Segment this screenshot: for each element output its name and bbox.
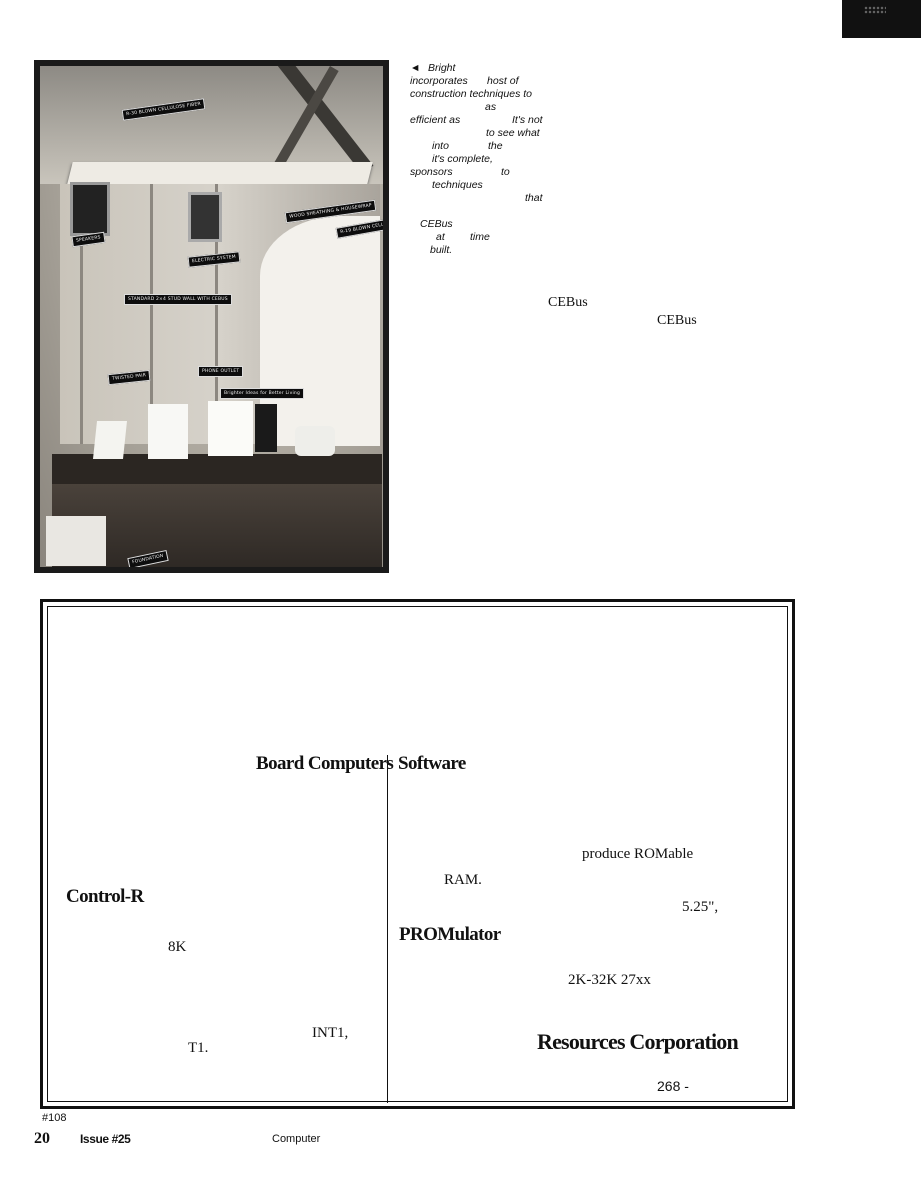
caption-line: efficient as bbox=[410, 114, 461, 126]
advertisement-box bbox=[40, 599, 795, 1109]
ad-text: T1. bbox=[188, 1040, 209, 1056]
caption-line: time bbox=[470, 231, 490, 243]
ad-text: 8K bbox=[168, 939, 187, 955]
caption-line: CEBus bbox=[420, 218, 453, 230]
caption-line: It's not bbox=[512, 114, 543, 126]
ad-heading-promulator: PROMulator bbox=[399, 924, 501, 945]
ad-column-divider bbox=[387, 755, 388, 1103]
ad-text: 2K-32K 27xx bbox=[568, 972, 651, 988]
caption-line: to see what bbox=[486, 127, 540, 139]
caption-line: built. bbox=[430, 244, 453, 256]
caption-line: the bbox=[488, 140, 503, 152]
photo-image: R-30 BLOWN CELLULOSE FIBER SPEAKERS ELEC… bbox=[40, 66, 383, 567]
ad-text: 5.25", bbox=[682, 899, 719, 915]
body-text-cebus: CEBus bbox=[657, 313, 697, 328]
caption-line: it's complete, bbox=[432, 153, 493, 165]
caption-line: construction techniques to bbox=[410, 88, 532, 100]
ad-text: INT1, bbox=[312, 1025, 349, 1041]
caption-line: sponsors bbox=[410, 166, 453, 178]
body-text-cebus: CEBus bbox=[548, 295, 588, 310]
ad-text: RAM. bbox=[444, 872, 482, 888]
reader-service-number: #108 bbox=[42, 1112, 67, 1124]
caption-line: host of bbox=[487, 75, 519, 87]
caption-line: as bbox=[485, 101, 497, 113]
caption-line: at bbox=[436, 231, 445, 243]
ad-heading-control-r: Control-R bbox=[66, 886, 144, 907]
photo-tag: Brighter Ideas for Better Living bbox=[220, 388, 305, 399]
caption-arrow-icon: ◄ bbox=[410, 62, 421, 74]
caption-line: to bbox=[501, 166, 510, 178]
ad-phone: 268 - bbox=[657, 1078, 689, 1094]
photo-tag: STANDARD 2×4 STUD WALL WITH CEBUS bbox=[124, 294, 232, 305]
caption-line: that bbox=[525, 192, 543, 204]
house-model-photo: R-30 BLOWN CELLULOSE FIBER SPEAKERS ELEC… bbox=[34, 60, 389, 573]
caption-line: into bbox=[432, 140, 449, 152]
page-number: 20 bbox=[34, 1130, 50, 1147]
photo-tag: PHONE OUTLET bbox=[198, 366, 244, 377]
issue-label: Issue #25 bbox=[80, 1132, 131, 1146]
page-tab bbox=[842, 0, 921, 38]
ad-heading-software: Software bbox=[398, 753, 466, 774]
caption-line: techniques bbox=[432, 179, 483, 191]
ad-text: produce ROMable bbox=[582, 846, 694, 862]
caption-line: Bright bbox=[428, 62, 456, 74]
ad-heading-board-computers: Board Computers bbox=[256, 753, 394, 774]
publication-name: Computer bbox=[272, 1133, 321, 1145]
ad-company-name: Resources Corporation bbox=[537, 1029, 739, 1054]
caption-line: incorporates bbox=[410, 75, 468, 87]
